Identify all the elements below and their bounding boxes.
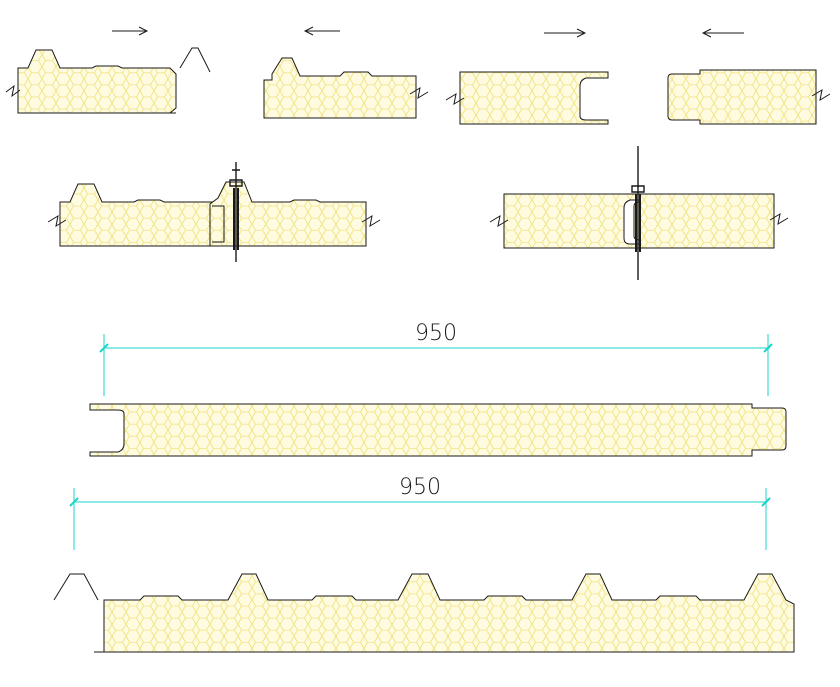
arrow-right-icon [544,28,587,38]
flat-panel [89,403,787,457]
roof-overlap-rib [53,573,99,601]
fastener-screw [229,162,243,262]
wall-panel-left [459,71,609,125]
wall-panel-left-assembled [503,193,649,249]
roof-panel-left-assembled [59,183,215,247]
arrow-left-icon [303,26,340,36]
roof-panel-dimension [69,488,771,550]
roof-panel-left [17,49,177,114]
roof-panel-width-label: 950 [399,475,441,500]
roof-panel-right [263,57,417,119]
flat-panel-section [89,403,787,457]
wall-joint-assembled [489,146,789,280]
flat-panel-width-label: 950 [415,321,457,346]
roof-panel-right-assembled [209,181,367,247]
wall-panel-right-assembled [633,193,775,249]
roof-panel [103,573,795,653]
wall-joint-separated [445,28,831,125]
roof-joint-separated [5,26,429,119]
wall-panel-right [667,69,817,125]
roof-joint-assembled [47,162,381,262]
arrow-right-icon [112,26,149,36]
fastener-screw [631,146,645,280]
flat-panel-dimension [99,334,773,396]
arrow-left-icon [701,28,744,38]
roof-panel-section [53,573,795,653]
